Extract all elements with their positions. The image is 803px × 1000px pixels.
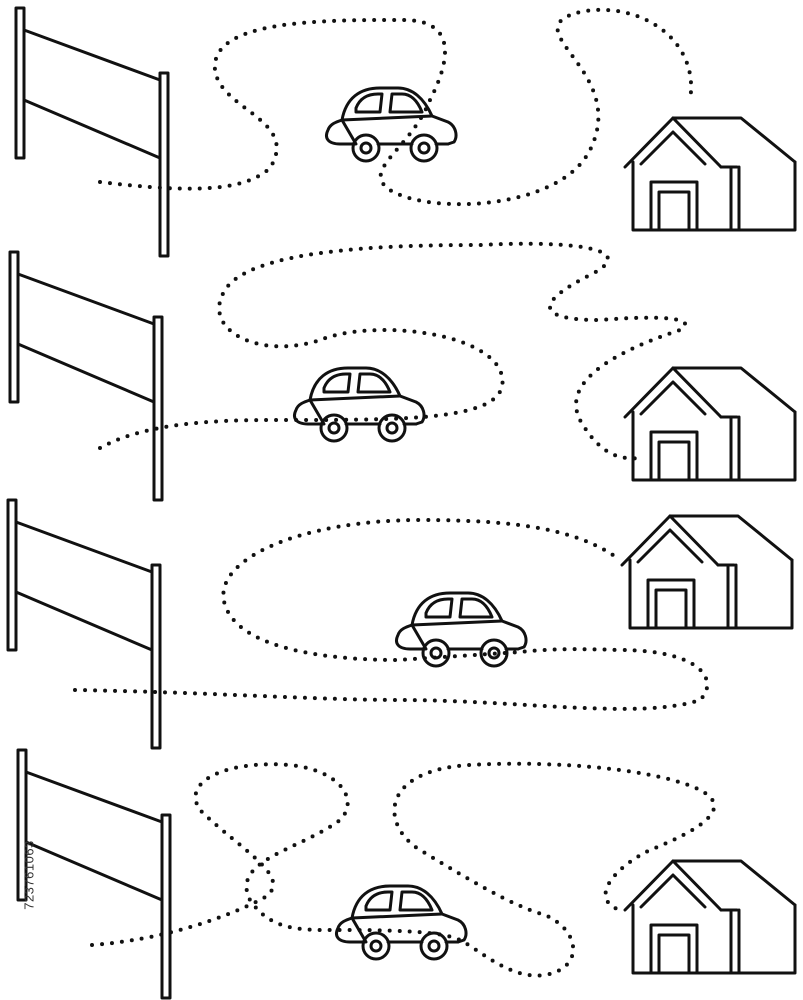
garage-house-icon — [620, 514, 794, 630]
stock-image-id-text: 723761063 — [21, 840, 37, 910]
garage-house-icon — [623, 116, 797, 232]
row-3 — [6, 498, 794, 750]
finish-sign-icon — [14, 6, 170, 258]
dotted-trace-path — [90, 761, 716, 978]
row-1 — [14, 6, 797, 258]
dotted-trace-path — [98, 7, 694, 207]
dotted-trace-path — [73, 517, 710, 711]
car-icon — [395, 591, 528, 668]
finish-sign-icon — [8, 250, 164, 502]
car-icon — [325, 86, 458, 163]
garage-house-icon — [623, 859, 797, 975]
finish-sign-icon — [6, 498, 162, 750]
dotted-trace-path — [98, 241, 688, 461]
row-4 — [16, 748, 797, 1000]
car-icon — [293, 366, 426, 443]
row-2 — [8, 241, 797, 502]
car-icon — [335, 884, 468, 961]
garage-house-icon — [623, 366, 797, 482]
stock-image-id: 723761063 — [14, 760, 44, 990]
